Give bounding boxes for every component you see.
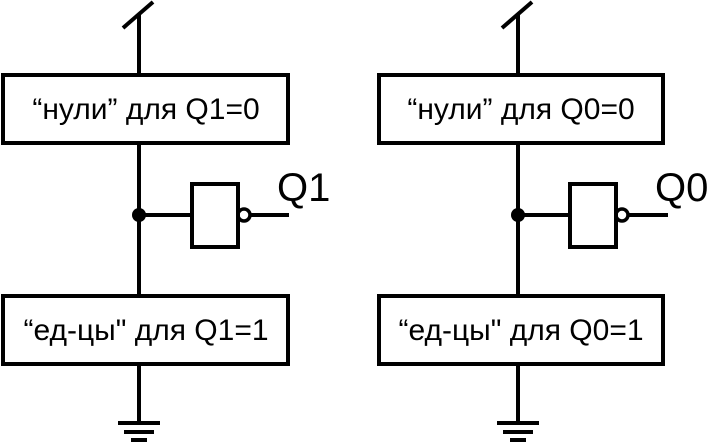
- right-junction-dot: [511, 208, 525, 222]
- left-junction-dot: [132, 208, 146, 222]
- right-inverter-body: [568, 182, 618, 249]
- left-inverter-body: [190, 182, 240, 249]
- left-top-box: [1, 73, 290, 145]
- right-bottom-box-label: “ед-цы" для Q0=1: [398, 314, 643, 347]
- right-top-box: [377, 73, 665, 145]
- left-bottom-box: [1, 294, 290, 366]
- left-bottom-box-label: “ед-цы" для Q1=1: [23, 314, 268, 347]
- right-top-box-label: “нули” для Q0=0: [407, 93, 634, 126]
- right-circuit: [377, 0, 668, 442]
- left-top-box-label: “нули” для Q1=0: [32, 93, 259, 126]
- right-bottom-box: [377, 294, 665, 366]
- left-output-label: Q1: [277, 166, 330, 210]
- left-circuit: [1, 0, 290, 442]
- right-output-label: Q0: [655, 166, 708, 210]
